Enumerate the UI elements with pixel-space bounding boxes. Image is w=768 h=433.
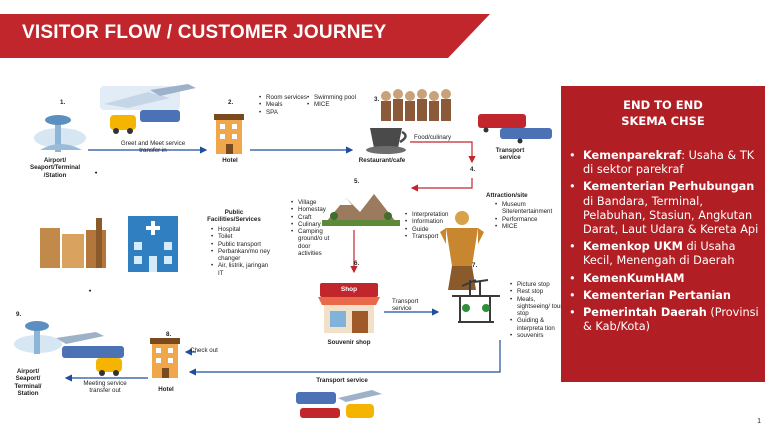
list-item: Picture stop xyxy=(510,281,569,289)
list-item: Information xyxy=(405,218,462,226)
attraction-list: Museum Site/entertainment Performance MI… xyxy=(494,201,566,230)
check-out-label: Check out xyxy=(190,347,218,354)
list-item: MICE xyxy=(495,223,566,231)
list-item: MICE xyxy=(307,101,358,109)
list-item: Public transport xyxy=(211,241,270,249)
list-item: Interpretation xyxy=(405,211,462,219)
list-item: Village xyxy=(291,199,334,207)
public-facilities-title: Public Facilities/Services xyxy=(207,209,261,224)
list-item: Culinary xyxy=(291,221,334,229)
title-banner xyxy=(0,14,490,58)
step-2-label: Hotel xyxy=(222,157,238,164)
transport-cluster-icon xyxy=(100,84,196,134)
list-item: Transport xyxy=(405,233,462,241)
interpretation-list: Interpretation Information Guide Transpo… xyxy=(404,211,462,240)
list-item: Toilet xyxy=(211,233,270,241)
list-item: Craft xyxy=(291,214,334,222)
transport-service-icon-bottom xyxy=(296,390,382,418)
hotel-icon xyxy=(214,114,244,154)
shop-sign: Shop xyxy=(340,286,358,293)
list-item: souvenirs xyxy=(510,332,569,340)
village-mountain-icon xyxy=(322,194,400,226)
list-item: Guiding & interpreta tion xyxy=(510,317,569,332)
restaurant-icon xyxy=(366,89,451,154)
list-item: Guide xyxy=(405,226,462,234)
transport-service-bottom-label: Transport service xyxy=(316,377,368,384)
page-number: 1 xyxy=(757,418,761,425)
panel-title-line2: SKEMA CHSE xyxy=(621,114,705,128)
step-2-number: 2. xyxy=(228,99,234,106)
hospital-icon xyxy=(128,216,178,272)
stops-list: Picture stop Rest stop Meals, sightseein… xyxy=(509,281,569,340)
list-item: Performance xyxy=(495,216,566,224)
step-9-label: Airport/ Seaport/ Terminal/ Station xyxy=(14,368,42,397)
list-item: Kemenparekraf: Usaha & TK di sektor pare… xyxy=(569,149,761,177)
public-facilities-list: Hospital Toilet Public transport Perbank… xyxy=(210,226,270,277)
list-item: Perbankan/mo ney changer xyxy=(211,248,270,263)
step-1-label: Airport/ Seaport/Terminal /Station xyxy=(29,157,81,179)
list-item: Museum Site/entertainment xyxy=(495,201,566,216)
food-culinary-label: Food/culinary xyxy=(414,134,452,141)
step-3-label: Restaurant/cafe xyxy=(358,157,406,164)
step-4-number: 4. xyxy=(470,166,476,173)
airport-final-icon xyxy=(14,321,62,354)
list-item: Pemerintah Daerah (Provinsi & Kab/Kota) xyxy=(569,306,761,334)
list-item: Kementerian Perhubungan di Bandara, Term… xyxy=(569,180,761,237)
list-item: KemenKumHAM xyxy=(569,272,761,286)
step-9-number: 9. xyxy=(16,311,22,318)
list-item: Swimming pool xyxy=(307,94,358,102)
list-item: Hospital xyxy=(211,226,270,234)
ministry-list: Kemenparekraf: Usaha & TK di sektor pare… xyxy=(569,149,761,337)
step-8-number: 8. xyxy=(166,331,172,338)
page-title: VISITOR FLOW / CUSTOMER JOURNEY xyxy=(22,22,387,43)
list-item: SPA xyxy=(259,109,308,117)
step-3-number: 3. xyxy=(374,96,380,103)
souvenir-shop-icon xyxy=(318,283,380,333)
list-item: Air, listrik, jaringan IT xyxy=(211,262,270,277)
step-1-number: 1. xyxy=(60,99,66,106)
airport-icon xyxy=(34,115,86,152)
arrow-4-to-5 xyxy=(410,178,473,192)
arrow-3-to-4 xyxy=(410,141,476,164)
step-6-number: 6. xyxy=(354,260,360,267)
list-item: Meals, sightseeing/ tours stop xyxy=(510,296,569,318)
step-5-number: 5. xyxy=(354,178,360,185)
panel-title-line1: END TO END xyxy=(623,98,703,112)
hotel-services-list-b: Swimming pool MICE xyxy=(306,94,358,109)
step-7-number: 7. xyxy=(472,262,478,269)
transport-cluster-bottom-icon xyxy=(56,332,124,376)
list-item: Camping ground/o ut door activities xyxy=(291,228,334,257)
hotel-checkout-icon xyxy=(150,338,180,378)
list-item: Homestay xyxy=(291,206,334,214)
transport-service-icon-top xyxy=(478,114,552,144)
step-4-label: Attraction/site xyxy=(486,192,528,199)
picture-stop-icon xyxy=(452,279,500,323)
transport-service-top-label: Transport service xyxy=(495,147,525,162)
arrow-7-to-8 xyxy=(188,340,501,376)
transport-service-6-label: Transport service xyxy=(392,298,419,313)
step-8-label: Hotel xyxy=(158,386,174,393)
list-item: Meals xyxy=(259,101,308,109)
hotel-services-list-a: Room services Meals SPA xyxy=(258,94,308,116)
chse-panel: END TO END SKEMA CHSE Kemenparekraf: Usa… xyxy=(561,86,765,382)
list-item: Room services xyxy=(259,94,308,102)
step-6-label: Souvenir shop xyxy=(327,339,371,346)
list-item: Rest stop xyxy=(510,288,569,296)
cargo-icon xyxy=(40,218,106,268)
village-list: Village Homestay Craft Culinary Camping … xyxy=(290,199,334,257)
list-item: Kementerian Pertanian xyxy=(569,289,761,303)
list-item: Kemenkop UKM di Usaha Kecil, Menengah di… xyxy=(569,240,761,268)
meeting-transfer-label: Meeting service transfer out xyxy=(83,380,127,395)
greet-transfer-label: Greet and Meet service transfer in xyxy=(120,140,186,155)
